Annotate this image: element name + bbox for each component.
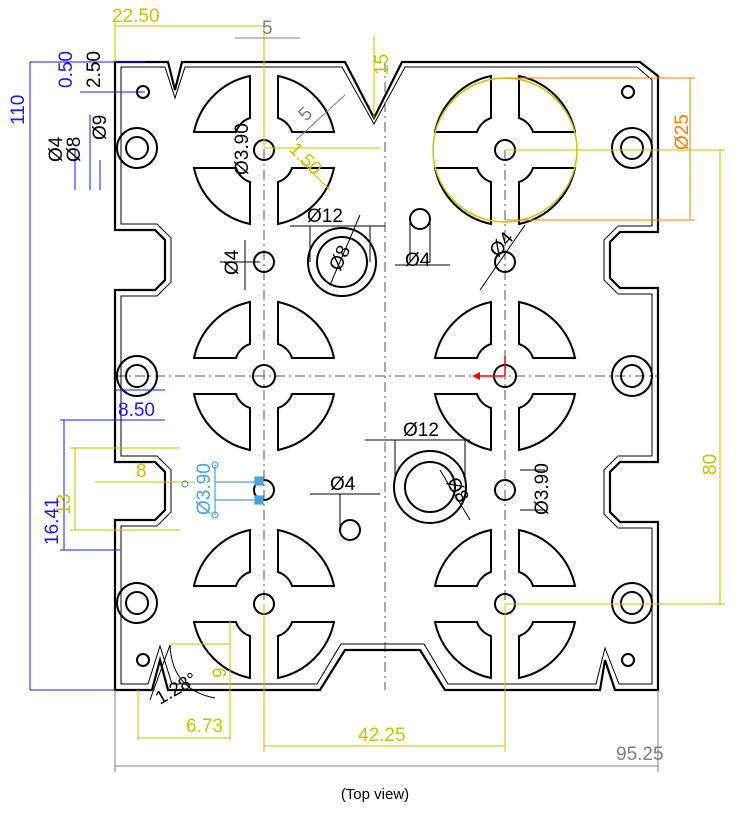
dim-phi4-bottom: Ø4 [330,474,356,495]
edge-hole-top-left [116,127,158,169]
holes [116,85,653,667]
cutout-group-top-left [192,74,336,226]
gray-dims [114,37,659,772]
dim-phi12-top: Ø12 [307,206,343,227]
dim-phi12-bottom: Ø12 [403,420,439,441]
edge-hole-mid-right [611,355,653,397]
boss-top [307,227,377,297]
dim-16-41: 16.41 [42,497,63,545]
cutout-group-mid-right [433,300,577,452]
dim-phi8-top: Ø8 [325,242,355,274]
dim-phi8-bottom: Ø8 [442,474,473,506]
dim-phi3-90-blue: Ø3.90 [194,463,215,515]
edge-hole-top-right [611,127,653,169]
edge-hole-bottom-left [116,582,158,624]
dim-1-50: 1.50 [284,139,325,180]
edge-hole-bottom-right [611,582,653,624]
dim-80: 80 [700,454,721,475]
dim-5-top: 5 [262,18,273,39]
dim-phi8-left: Ø8 [64,137,85,162]
dim-phi25: Ø25 [672,114,693,150]
dim-phi4-mid-left: Ø4 [222,249,243,275]
selected-sketch [181,461,264,519]
dim-phi3-90-right: Ø3.90 [532,463,553,515]
boss-bottom [393,450,467,524]
dim-phi4-mid: Ø4 [405,250,431,271]
dim-8: 8 [136,461,147,482]
dim-13: 13 [54,494,75,515]
dim-2-50: 2.50 [84,51,105,88]
dimension-texts: 22.50 5 15 0.50 2.50 110 Ø4 Ø8 Ø9 Ø3.90 … [8,6,721,765]
dim-phi4-left: Ø4 [46,136,67,162]
dim-5-diag: 5 [295,103,317,125]
cutout-group-bottom-right [433,528,577,680]
dim-42-25: 42.25 [358,725,406,746]
dim-0-50: 0.50 [56,51,77,88]
dim-6-73: 6.73 [186,716,223,737]
dim-9: 9 [210,667,231,678]
black-dims [149,214,545,701]
dim-22-50: 22.50 [112,6,160,27]
cutout-group-mid-left [192,300,336,452]
caption: (Top view) [340,786,410,803]
plate-inner-outline [120,66,653,685]
center-lines [115,62,658,690]
blue-dims [29,61,165,691]
edge-hole-mid-left [116,355,158,397]
dim-8-50: 8.50 [118,400,155,421]
dim-15: 15 [372,54,393,75]
dim-phi9-left: Ø9 [90,115,111,140]
dim-phi3-90-a: Ø3.90 [232,123,253,175]
yellow-dims [70,20,725,752]
orange-dims [505,77,695,221]
dim-110: 110 [8,95,29,125]
origin-marker [472,356,506,380]
plate-outline [113,60,660,692]
dim-95-25: 95.25 [616,744,664,765]
